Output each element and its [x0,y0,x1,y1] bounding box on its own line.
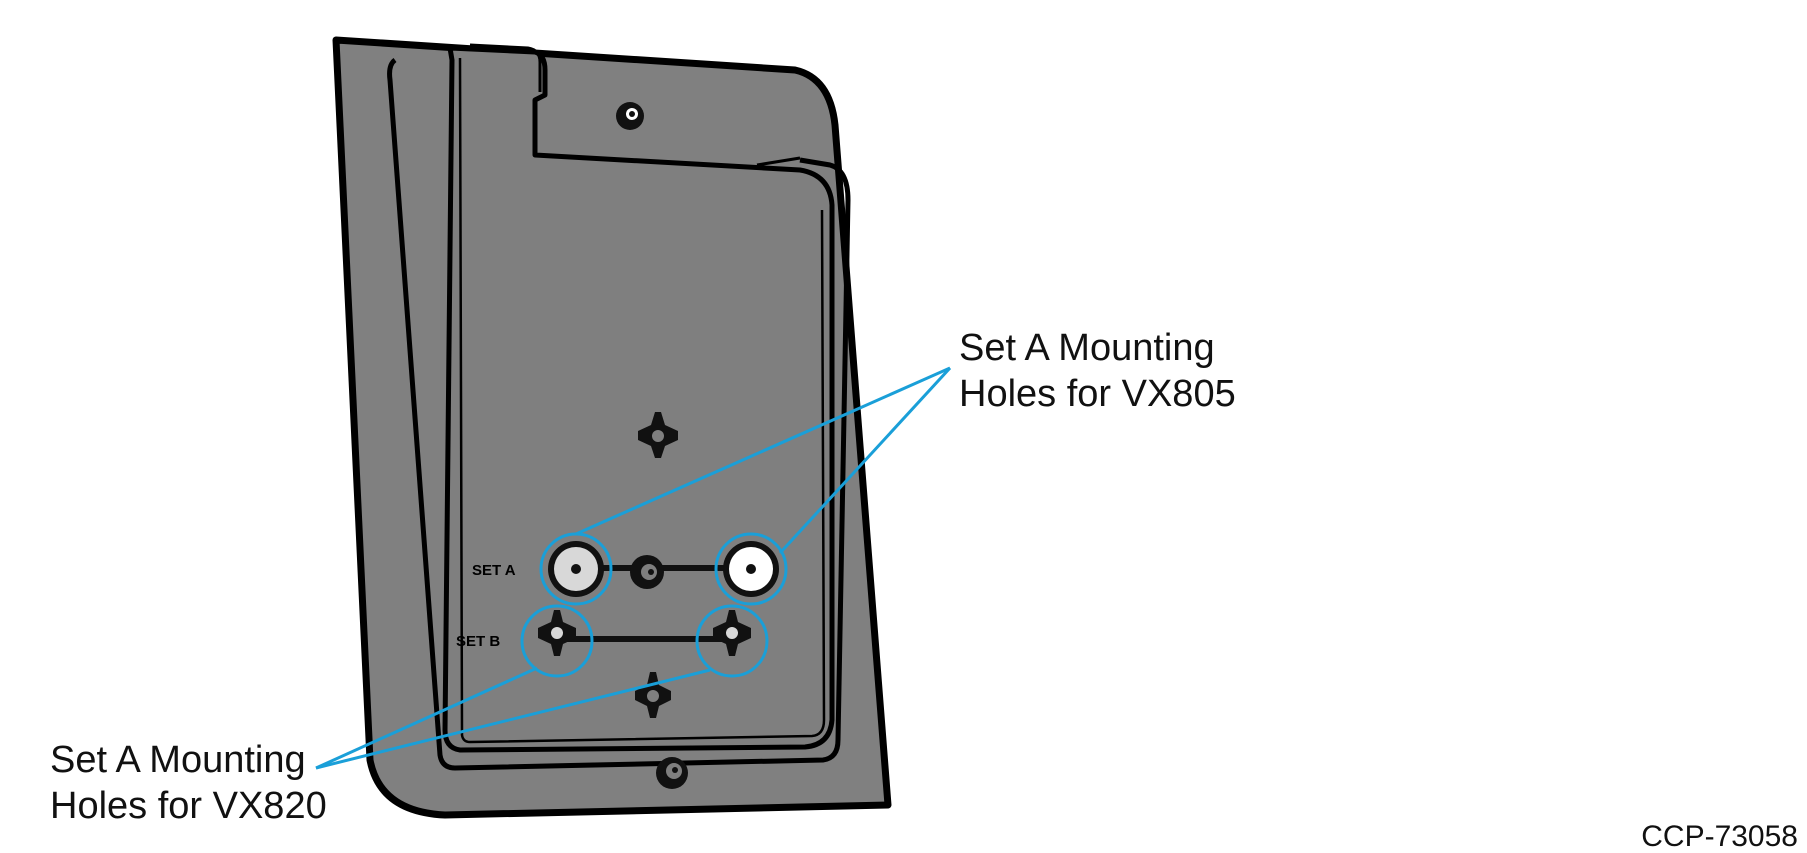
top-tab-detail [469,43,542,92]
leader-line-set-b-right [315,668,711,770]
set-a-left-hole-icon [548,541,604,597]
set-a-right-hole-icon [723,541,779,597]
set-a-middle-screw-icon [630,555,664,589]
mid-plate-outline [387,57,851,771]
plate-label-set-a: SET A [472,562,516,579]
callout-circle-set-a-right [714,532,788,606]
leader-line-set-a-left [575,366,951,536]
callout-set-a-top-line2: Holes for VX805 [959,373,1236,415]
set-b-right-keyhole-icon [713,610,751,656]
callout-circle-set-b-left [520,604,594,678]
leader-line-set-a-right [778,366,952,555]
tab-step-detail [756,156,801,167]
lower-keyhole-icon [635,672,671,718]
figure-id: CCP-73058 [1641,820,1798,853]
callout-set-a-bottom-line2: Holes for VX820 [50,785,327,827]
callout-circle-set-b-right [695,604,769,678]
top-screw-icon [616,102,644,130]
bottom-screw-icon [656,757,688,789]
leader-line-set-b-left [315,666,538,770]
callout-set-a-top-line1: Set A Mounting [959,327,1215,369]
set-b-slot [556,636,734,642]
plate-label-set-b: SET B [456,633,500,650]
center-keyhole-icon [638,412,678,458]
front-plate-inner-edge [458,57,826,744]
set-b-left-keyhole-icon [538,610,576,656]
callout-set-a-bottom-line1: Set A Mounting [50,739,306,781]
